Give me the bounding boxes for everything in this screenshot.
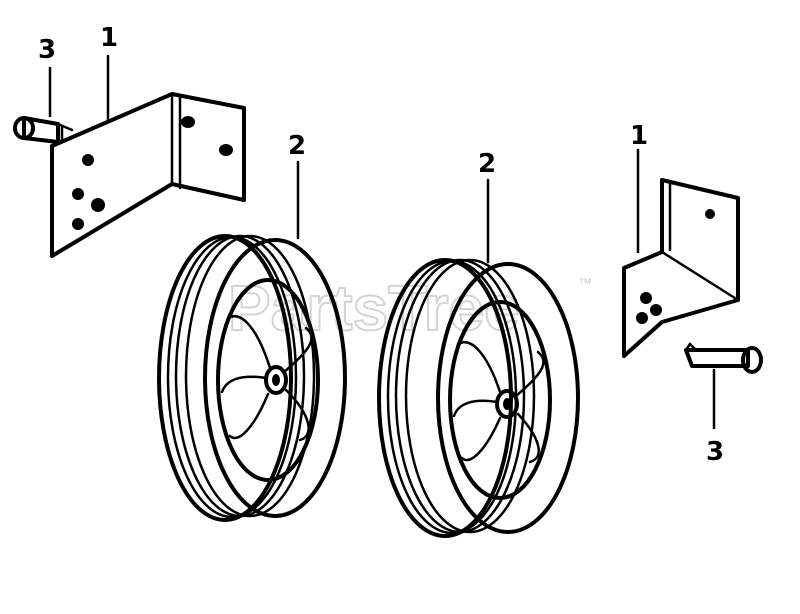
callout-wheel-left: 2 (288, 131, 306, 161)
callout-bracket-left: 1 (100, 23, 118, 53)
bracket-hole (181, 116, 195, 128)
leader-lines (48, 54, 716, 430)
callouts: 3 1 2 2 1 3 (38, 23, 724, 467)
bracket-hole (82, 154, 94, 166)
bolt-left (13, 116, 74, 144)
bracket-hole (640, 292, 652, 304)
watermark-text: PartsTree (228, 272, 520, 344)
wheel-right (377, 258, 580, 538)
bracket-right (622, 178, 740, 358)
bracket-hole (91, 198, 105, 212)
callout-bracket-right: 1 (630, 121, 648, 151)
callout-bolt-right: 3 (706, 437, 724, 467)
bracket-hole (219, 144, 233, 156)
bolt-right (684, 342, 763, 374)
bracket-hole (72, 188, 84, 200)
callout-bolt-left: 3 (38, 35, 56, 65)
wheel-left (157, 234, 347, 522)
bracket-hole (72, 218, 84, 230)
watermark-trademark: ™ (578, 275, 592, 291)
bracket-hole (636, 312, 648, 324)
callout-wheel-right: 2 (478, 149, 496, 179)
bracket-hole (650, 304, 662, 316)
bracket-hole (705, 209, 715, 219)
bracket-left (50, 92, 246, 258)
